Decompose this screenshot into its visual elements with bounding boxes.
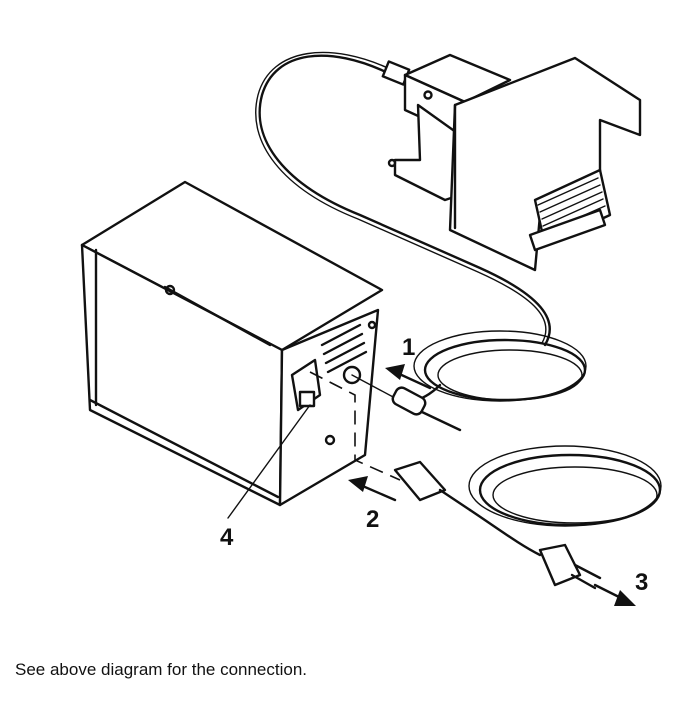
label-mains-plug: 3 — [635, 569, 648, 596]
foot-switch — [381, 53, 642, 272]
caption: See above diagram for the connection. — [15, 660, 308, 679]
arrows — [227, 364, 636, 606]
connection-diagram: 1 2 3 4 — [80, 51, 662, 606]
foot-switch-cable — [255, 51, 587, 404]
label-power-switch: 4 — [220, 524, 234, 551]
label-power-cord-connector: 2 — [366, 506, 379, 533]
control-unit — [80, 180, 384, 507]
connection-lines — [309, 371, 401, 481]
label-foot-switch-connector: 1 — [402, 334, 415, 361]
power-cord — [393, 445, 662, 590]
foot-switch-plug — [391, 386, 462, 432]
